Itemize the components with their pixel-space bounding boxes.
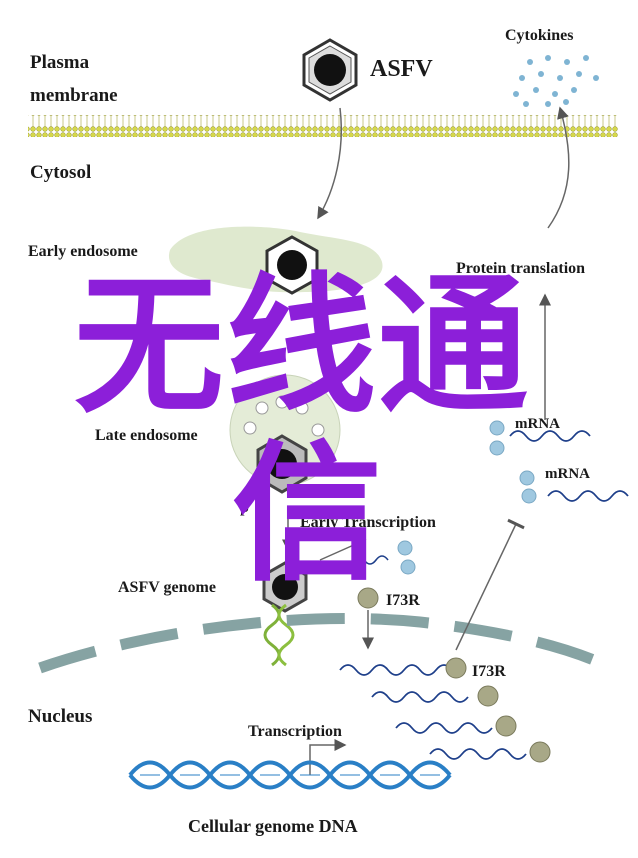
cytokine-dots (513, 55, 599, 107)
membrane-label: membrane (30, 85, 118, 106)
protein-translation-label: Protein translation (456, 260, 585, 277)
early-transcription-mrna (351, 555, 389, 565)
nuclear-mrna-2 (371, 685, 499, 707)
ribosome-beads-2 (519, 470, 537, 504)
asfv-label: ASFV (370, 56, 433, 82)
cellular-genome-dna (128, 760, 452, 790)
cellular-genome-dna-label: Cellular genome DNA (188, 816, 358, 836)
transcription-label: Transcription (248, 723, 342, 740)
early-transcription-arrow (319, 538, 367, 561)
mrna-label-2: mRNA (545, 466, 590, 482)
transcription-arrow (309, 739, 347, 775)
plasma-membrane (28, 115, 618, 137)
late-endosome-label: Late endosome (95, 427, 198, 444)
mrna-strand-1 (509, 430, 591, 442)
late-endosome-virion-icon (256, 434, 308, 494)
nuclear-envelope (38, 613, 615, 674)
cytokines-label: Cytokines (505, 27, 573, 44)
cytosol-label: Cytosol (30, 162, 91, 183)
nuclear-mrna-3 (395, 715, 517, 737)
plasma-label: Plasma (30, 52, 90, 73)
p-fragment-label: p (240, 499, 249, 516)
mrna-strand-2 (547, 490, 629, 502)
mrna-label-1: mRNA (515, 416, 560, 432)
ribosome-beads-1 (489, 420, 505, 456)
i73r-bottom-label: I73R (472, 663, 506, 680)
entry-arrow (317, 107, 343, 220)
genome-virion-icon (262, 561, 308, 613)
inhibition-line (455, 518, 525, 651)
nuclear-mrna-4 (429, 741, 551, 763)
early-transcription-label: Early Transcription (300, 514, 436, 531)
late-endosome-vesicles (243, 395, 325, 437)
early-ribosome-beads (397, 540, 416, 575)
asfv-virion-icon (302, 38, 358, 102)
early-endosome-label: Early endosome (28, 243, 138, 260)
endosome-virion-icon (265, 235, 319, 295)
secretion-arrow (547, 106, 570, 229)
asfv-genome-dna (263, 603, 295, 667)
asfv-genome-label: ASFV genome (118, 579, 216, 596)
i73r-protein-top (357, 587, 379, 609)
nuclear-mrna-1 (339, 657, 467, 679)
i73r-top-label: I73R (386, 592, 420, 609)
nucleus-label: Nucleus (28, 706, 92, 727)
